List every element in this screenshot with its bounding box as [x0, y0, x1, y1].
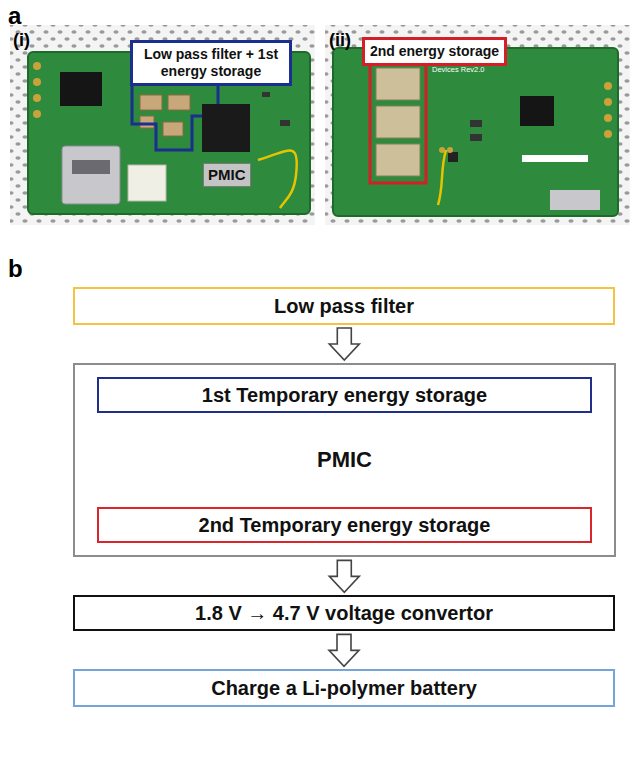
hollow-arrow [329, 634, 359, 666]
box-text: PMIC [97, 447, 592, 473]
box-text: 2nd Temporary energy storage [199, 513, 491, 537]
box-text: 1.8 V → 4.7 V voltage convertor [195, 601, 493, 625]
callout-box: Low pass filter + 1st energy storage [130, 40, 292, 86]
hollow-arrow [329, 560, 359, 592]
group-box: PMIC 1st Temporary energy storage 2nd Temp… [73, 363, 616, 557]
box-text: Charge a Li-polymer battery [211, 676, 477, 700]
process-box: 1.8 V → 4.7 V voltage convertor [73, 595, 615, 631]
callout-box: 2nd energy storage [362, 37, 507, 66]
hollow-arrow [329, 328, 359, 360]
box-text: 1st Temporary energy storage [202, 383, 487, 407]
box-text: Low pass filter [274, 294, 414, 318]
box-text: Low pass filter + 1st energy storage [137, 46, 285, 80]
process-box: 1st Temporary energy storage [97, 377, 592, 413]
chip-label: PMIC [203, 163, 251, 187]
process-box: Charge a Li-polymer battery [73, 669, 615, 707]
board-photo-i [10, 25, 315, 225]
board-photo-ii [325, 25, 630, 225]
panel-letter: b [8, 255, 23, 283]
subpanel-number: (i) [13, 30, 30, 51]
process-box: Low pass filter [73, 287, 615, 325]
subpanel-number: (ii) [329, 30, 351, 51]
box-text: PMIC [208, 166, 246, 184]
box-text: 2nd energy storage [370, 43, 499, 60]
panel-letter: a [8, 2, 21, 30]
process-box: 2nd Temporary energy storage [97, 507, 592, 543]
